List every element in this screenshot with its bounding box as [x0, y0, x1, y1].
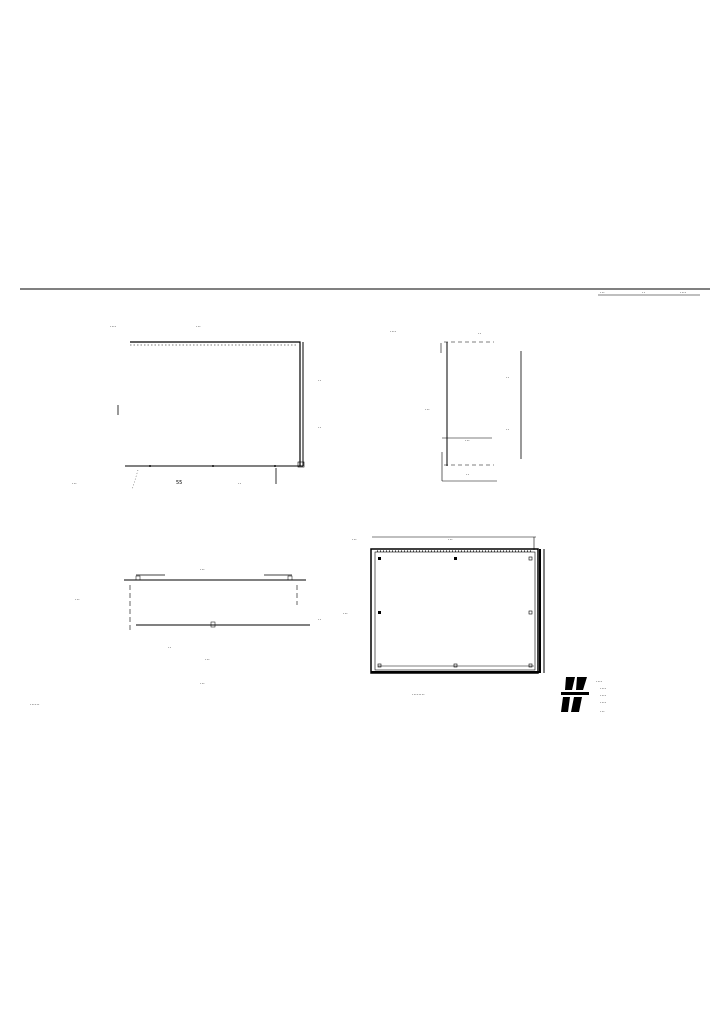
- svg-text:....: ....: [596, 678, 603, 684]
- svg-text:...: ...: [205, 656, 210, 662]
- svg-text:55: 55: [176, 480, 182, 486]
- svg-text:...: ...: [600, 708, 605, 714]
- title-field-1: ...: [600, 289, 605, 295]
- svg-text:...: ...: [196, 323, 201, 329]
- title-field-3: ....: [680, 289, 687, 295]
- svg-text:..: ..: [506, 426, 510, 432]
- svg-text:..: ..: [466, 471, 470, 477]
- svg-text:...: ...: [200, 566, 205, 572]
- svg-text:..: ..: [318, 616, 322, 622]
- svg-text:....: ....: [600, 692, 607, 698]
- svg-text:....: ....: [600, 685, 607, 691]
- bottom-view-caption: ........: [412, 691, 425, 697]
- svg-text:....: ....: [600, 699, 607, 705]
- svg-text:..: ..: [238, 480, 242, 486]
- svg-text:..: ..: [506, 374, 510, 380]
- svg-text:...: ...: [72, 480, 77, 486]
- svg-text:...: ...: [352, 536, 357, 542]
- top-view: .... ... .. .. 55 .. ...: [72, 323, 322, 491]
- svg-text:...: ...: [425, 406, 430, 412]
- front-view: ... ... .. ... .. ...: [75, 566, 322, 686]
- title-field-2: ..: [642, 289, 646, 295]
- svg-text:..: ..: [318, 424, 322, 430]
- side-view: .... .. ... ... .. .. ..: [390, 328, 522, 482]
- svg-text:..: ..: [318, 377, 322, 383]
- hammond-logo-icon: [561, 677, 589, 712]
- svg-text:...: ...: [343, 610, 348, 616]
- svg-text:...: ...: [448, 536, 453, 542]
- footer-note: ......: [30, 701, 40, 707]
- svg-text:..: ..: [168, 644, 172, 650]
- svg-text:...: ...: [200, 680, 205, 686]
- svg-text:..: ..: [478, 330, 482, 336]
- svg-text:....: ....: [390, 328, 397, 334]
- svg-text:...: ...: [465, 437, 470, 443]
- svg-text:....: ....: [110, 323, 117, 329]
- svg-text:...: ...: [75, 596, 80, 602]
- bottom-view: ... ... ... ........: [343, 536, 545, 697]
